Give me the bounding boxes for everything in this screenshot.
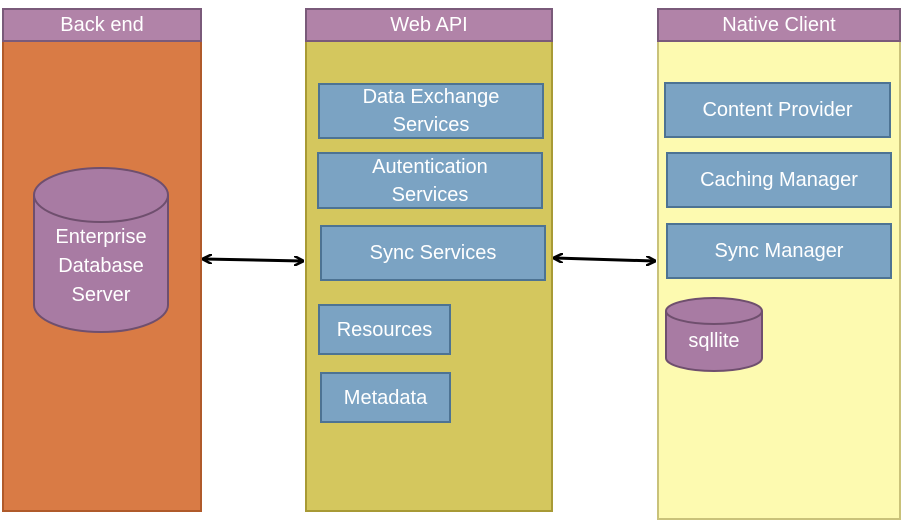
authentication-services-box: Autentication Services xyxy=(317,152,543,209)
box-label-line: Services xyxy=(391,183,469,206)
metadata-box: Metadata xyxy=(320,372,451,423)
webapi-native-arrow xyxy=(555,258,654,261)
backend-webapi-arrow xyxy=(204,259,302,261)
sync-manager-box: Sync Manager xyxy=(666,223,892,279)
enterprise-database-label: Enterprise Database Server xyxy=(34,223,168,310)
box-label-line: Data Exchange xyxy=(362,86,500,108)
caching-manager-box: Caching Manager xyxy=(666,152,892,208)
backend-header: Back end xyxy=(2,8,202,42)
native-client-header: Native Client xyxy=(657,8,901,42)
sync-services-box: Sync Services xyxy=(320,225,546,281)
box-label-line: Autentication xyxy=(372,155,488,178)
content-provider-box: Content Provider xyxy=(664,82,891,138)
data-exchange-services-box: Data Exchange Services xyxy=(318,83,544,139)
webapi-header: Web API xyxy=(305,8,553,42)
database-label-line: Database xyxy=(58,255,144,277)
resources-box: Resources xyxy=(318,304,451,355)
sqllite-database-label: sqllite xyxy=(688,330,740,352)
box-label-line: Services xyxy=(392,114,470,136)
database-label-line: Server xyxy=(71,284,131,306)
database-label-line: Enterprise xyxy=(55,226,147,248)
